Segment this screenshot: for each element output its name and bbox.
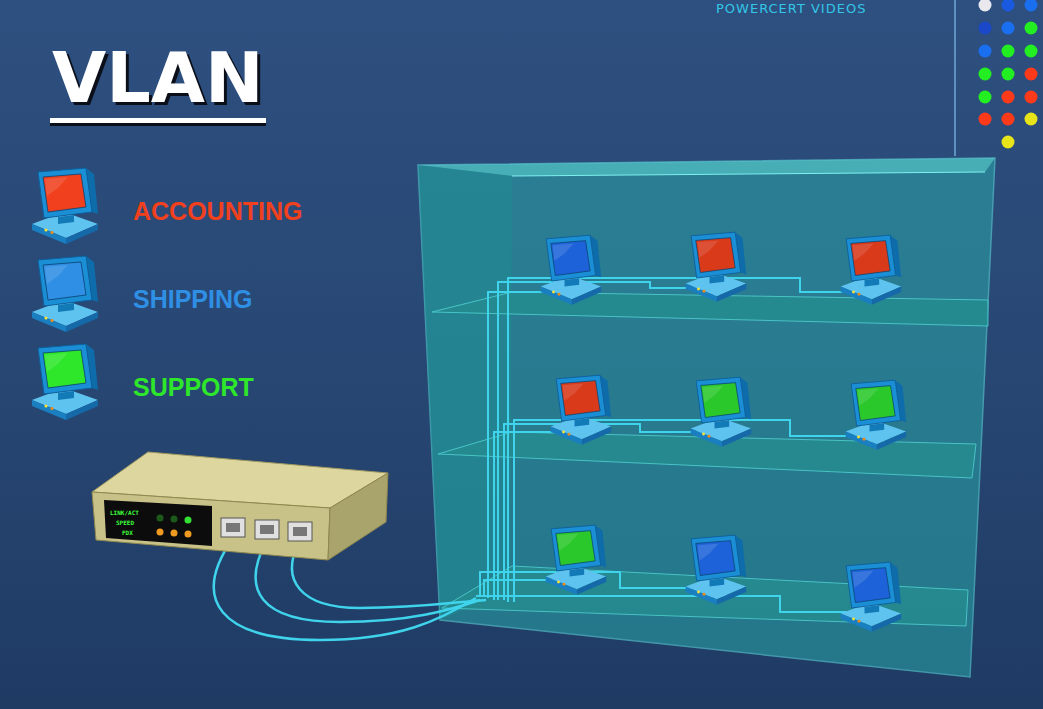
dot-grid [955,0,1038,156]
legend-entry: ACCOUNTING [28,166,358,246]
computer-icon [32,168,98,244]
computer-icons [541,232,907,632]
led-label: FDX [122,529,133,536]
legend-computer-swatch [28,342,100,422]
brand-watermark: POWERCERT VIDEOS [716,1,866,16]
computer-icon [32,344,98,420]
rack-cabinet [418,158,995,677]
network-cables [476,278,865,612]
title: VLAN [50,38,266,123]
legend-computer-swatch [28,166,100,246]
legend-entry: SHIPPING [28,254,358,334]
led-label: SPEED [116,519,134,526]
legend-label: SUPPORT [133,372,254,402]
legend-entry: SUPPORT [28,342,358,422]
computer-icon [32,256,98,332]
legend: ACCOUNTINGSHIPPINGSUPPORT [0,0,1,1]
legend-label: ACCOUNTING [133,196,302,226]
legend-computer-swatch [28,254,100,334]
network-switch [92,452,388,560]
led-label: LINK/ACT [110,509,139,516]
legend-label: SHIPPING [133,284,252,314]
